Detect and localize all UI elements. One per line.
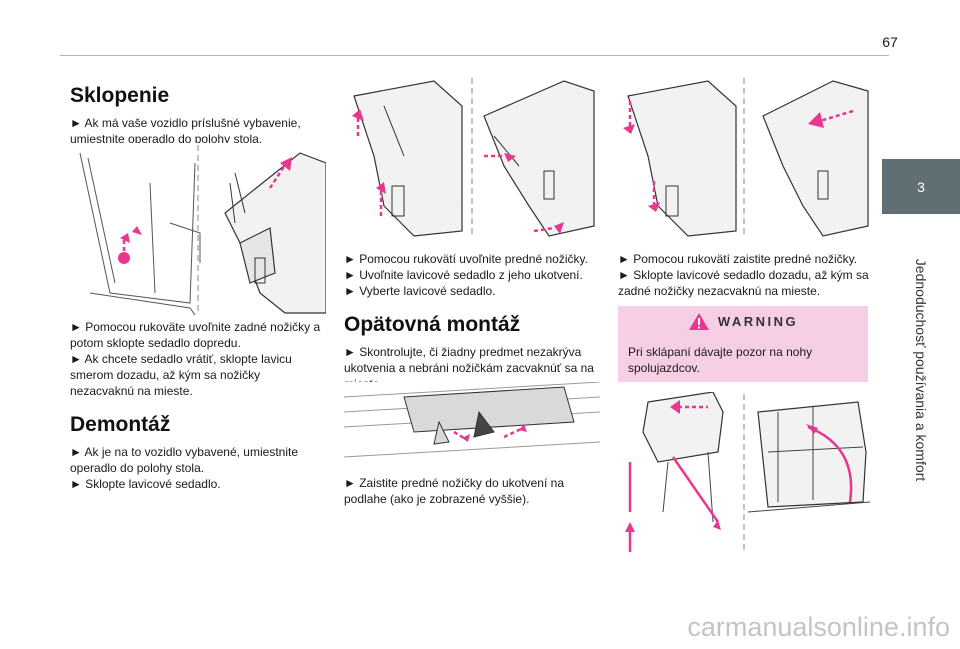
removal-step-2: ► Uvoľnite lavicové sedadlo z jeho ukotv… — [344, 268, 583, 282]
warning-text: Pri sklápaní dávajte pozor na nohy spolu… — [628, 345, 813, 375]
column-left-lower: ► Pomocou rukoväte uvoľnite zadné nožičk… — [70, 319, 326, 492]
figure-fold-back-seat — [618, 392, 870, 554]
demontaz-step-2: ► Sklopte lavicové sedadlo. — [70, 477, 221, 491]
heading-opatovna-montaz: Opätovná montáž — [344, 313, 521, 336]
demontaz-step-1: ► Ak je na to vozidlo vybavené, umiestni… — [70, 445, 298, 475]
warning-box: WARNING Pri sklápaní dávajte pozor na no… — [618, 306, 868, 382]
column-middle-lower: ► Zaistite predné nožičky do ukotvení na… — [344, 475, 600, 507]
reinstall-step-2: ► Sklopte lavicové sedadlo dozadu, až ký… — [618, 268, 869, 298]
column-left: Sklopenie ► Ak má vaše vozidlo príslušné… — [70, 84, 326, 147]
warning-triangle-icon — [688, 312, 709, 330]
warning-title: WARNING — [717, 313, 799, 329]
montaz-secure: ► Zaistite predné nožičky do ukotvení na… — [344, 476, 564, 506]
sklopenie-step-1: ► Pomocou rukoväte uvoľnite zadné nožičk… — [70, 320, 321, 350]
page-number: 67 — [882, 34, 898, 50]
header-rule — [60, 55, 889, 56]
removal-step-1: ► Pomocou rukovätí uvoľnite predné nožič… — [344, 252, 588, 266]
warning-header: WARNING — [618, 306, 868, 336]
figure-release-front-legs — [344, 76, 600, 240]
column-middle: ► Pomocou rukovätí uvoľnite predné nožič… — [344, 251, 600, 392]
heading-sklopenie: Sklopenie — [70, 84, 170, 107]
chapter-tab[interactable]: 3 — [882, 159, 960, 214]
sklopenie-intro: ► Ak má vaše vozidlo príslušné vybavenie… — [70, 116, 301, 146]
heading-demontaz: Demontáž — [70, 413, 171, 436]
sklopenie-step-2: ► Ak chcete sedadlo vrátiť, sklopte lavi… — [70, 352, 292, 398]
chapter-title: Jednoduchosť používania a komfort — [913, 258, 929, 482]
reinstall-step-1: ► Pomocou rukovätí zaistite predné nožič… — [618, 252, 858, 266]
chapter-number: 3 — [917, 178, 925, 195]
watermark: carmanualsonline.info — [687, 612, 950, 642]
removal-step-3: ► Vyberte lavicové sedadlo. — [344, 284, 496, 298]
figure-fold-seat — [70, 143, 326, 315]
figure-floor-anchors — [344, 382, 600, 470]
column-right: ► Pomocou rukovätí zaistite predné nožič… — [618, 251, 870, 299]
figure-lock-front-legs — [618, 76, 870, 240]
